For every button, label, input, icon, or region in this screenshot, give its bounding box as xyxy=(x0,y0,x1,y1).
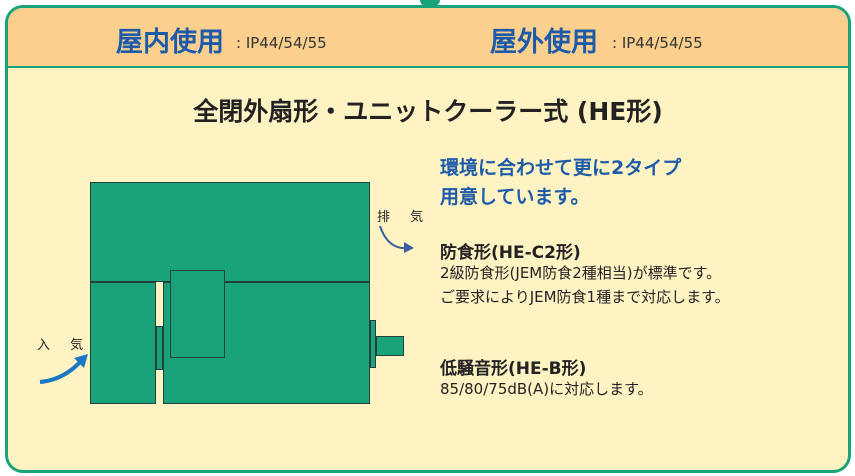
lead-line-1: 環境に合わせて更に2タイプ xyxy=(440,157,682,179)
outdoor-title: 屋外使用 xyxy=(490,27,598,58)
page-title: 全閉外扇形・ユニットクーラー式 (HE形) xyxy=(193,97,663,126)
motor-shaft xyxy=(376,336,404,356)
cooler-unit xyxy=(90,182,370,282)
exhaust-label: 排 気 xyxy=(377,210,432,225)
lead-line-2: 用意しています。 xyxy=(440,186,590,208)
motor-body xyxy=(163,282,370,404)
frame-notch xyxy=(420,0,440,6)
motor-neck xyxy=(156,326,163,370)
terminal-box xyxy=(170,270,225,358)
type-line: 85/80/75dB(A)に対応します。 xyxy=(440,380,653,398)
indoor-ip-rating: : IP44/54/55 xyxy=(236,34,327,52)
type-heading-corrosion: 防食形(HE-C2形) xyxy=(440,243,581,263)
lead-text: 環境に合わせて更に2タイプ 用意しています。 xyxy=(440,154,681,212)
type-text-corrosion: 2級防食形(JEM防食2種相当)が標準です。 ご要求によりJEM防食1種まで対応… xyxy=(440,261,730,309)
type-heading-low-noise: 低騒音形(HE-B形) xyxy=(440,359,587,379)
intake-label: 入 気 xyxy=(37,338,92,353)
exhaust-arrow-icon xyxy=(379,225,414,253)
outdoor-ip-rating: : IP44/54/55 xyxy=(612,34,703,52)
motor-left-block xyxy=(90,282,156,404)
motor-flange xyxy=(370,320,376,368)
indoor-title: 屋内使用 xyxy=(116,27,224,58)
type-line: 2級防食形(JEM防食2種相当)が標準です。 xyxy=(440,264,722,282)
type-text-low-noise: 85/80/75dB(A)に対応します。 xyxy=(440,377,653,401)
type-line: ご要求によりJEM防食1種まで対応します。 xyxy=(440,288,730,306)
intake-arrow-icon xyxy=(39,354,88,384)
header-band: 屋内使用 : IP44/54/55 屋外使用 : IP44/54/55 xyxy=(8,8,848,68)
info-panel: 屋内使用 : IP44/54/55 屋外使用 : IP44/54/55 全閉外扇… xyxy=(5,5,851,473)
